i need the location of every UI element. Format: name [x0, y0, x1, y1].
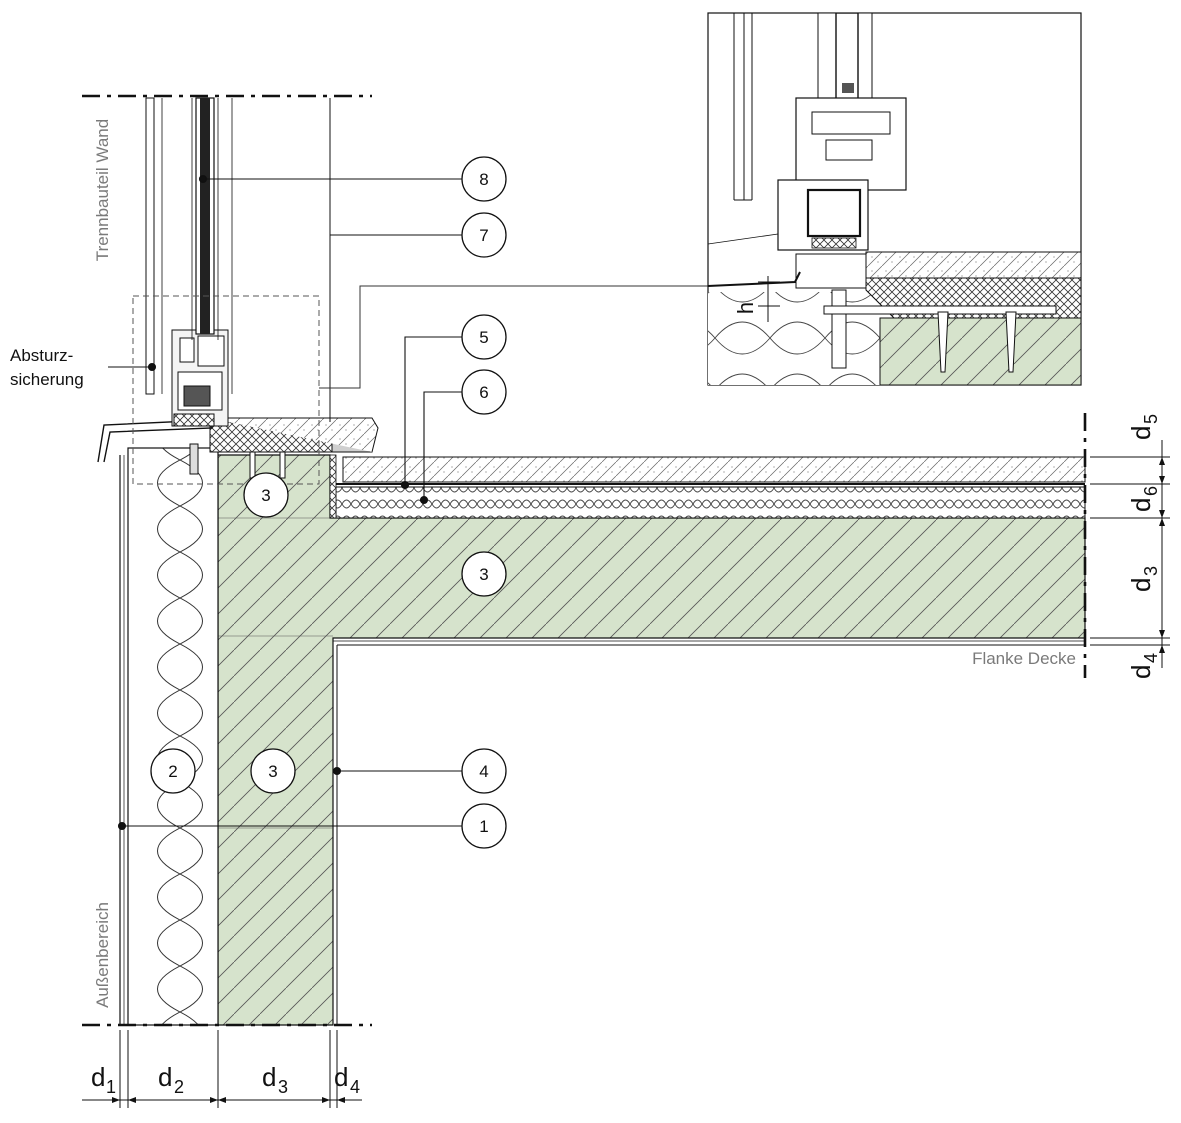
callout-2: 2: [150, 748, 196, 794]
detail-inset: h: [707, 12, 1082, 386]
dim-right-d5: d 5: [1126, 414, 1161, 440]
detail-frame: [132, 295, 320, 485]
detail-h-label: h: [733, 302, 758, 314]
svg-text:4: 4: [479, 762, 488, 781]
svg-text:2: 2: [174, 1077, 184, 1097]
svg-text:d: d: [1126, 498, 1156, 512]
dim-right-d4: d 4: [1126, 653, 1161, 679]
dim-right-d6: d 6: [1126, 486, 1161, 512]
svg-text:1: 1: [479, 817, 488, 836]
callout-4: 4: [461, 748, 507, 794]
callout-3-wall: 3: [250, 748, 296, 794]
callout-7: 7: [461, 212, 507, 258]
callout-8: 8: [461, 156, 507, 202]
fall-protection-label-1: Absturz-: [10, 346, 73, 365]
callout-6: 6: [461, 369, 507, 415]
flank-ceiling-label: Flanke Decke: [972, 649, 1076, 668]
svg-text:d: d: [334, 1062, 348, 1092]
svg-text:3: 3: [479, 565, 488, 584]
svg-text:d: d: [1126, 665, 1156, 679]
svg-text:2: 2: [168, 762, 177, 781]
svg-text:3: 3: [261, 486, 270, 505]
exterior-label: Außenbereich: [93, 902, 112, 1008]
exterior-insulation: [127, 447, 219, 1026]
dim-bottom-d4: d 4: [334, 1062, 360, 1097]
dim-bottom-d2: d 2: [158, 1062, 184, 1097]
callout-5: 5: [461, 314, 507, 360]
svg-text:1: 1: [106, 1077, 116, 1097]
svg-text:d: d: [158, 1062, 172, 1092]
dim-right-d3: d 3: [1126, 566, 1161, 592]
dim-bottom-d1: d 1: [91, 1062, 116, 1097]
svg-text:4: 4: [1141, 653, 1161, 663]
concrete-slab-and-wall: [217, 454, 1086, 1026]
svg-text:d: d: [91, 1062, 105, 1092]
callout-3-slab: 3: [461, 551, 507, 597]
svg-text:4: 4: [350, 1077, 360, 1097]
svg-text:3: 3: [268, 762, 277, 781]
svg-text:5: 5: [479, 328, 488, 347]
callout-1: 1: [461, 803, 507, 849]
window-frame: [171, 329, 229, 475]
svg-text:3: 3: [278, 1077, 288, 1097]
svg-text:d: d: [1126, 426, 1156, 440]
svg-text:8: 8: [479, 170, 488, 189]
svg-text:6: 6: [479, 383, 488, 402]
svg-text:7: 7: [479, 226, 488, 245]
floor-screed: [342, 456, 1086, 483]
svg-text:3: 3: [1141, 566, 1161, 576]
impact-sound-insulation: [335, 486, 1086, 519]
callout-3-sill: 3: [243, 472, 289, 518]
svg-text:5: 5: [1141, 414, 1161, 424]
fall-protection-label-2: sicherung: [10, 370, 84, 389]
partition-wall-label: Trennbauteil Wand: [93, 119, 112, 261]
svg-text:d: d: [1126, 578, 1156, 592]
dim-bottom-d3: d 3: [262, 1062, 288, 1097]
svg-text:6: 6: [1141, 486, 1161, 496]
svg-text:d: d: [262, 1062, 276, 1092]
